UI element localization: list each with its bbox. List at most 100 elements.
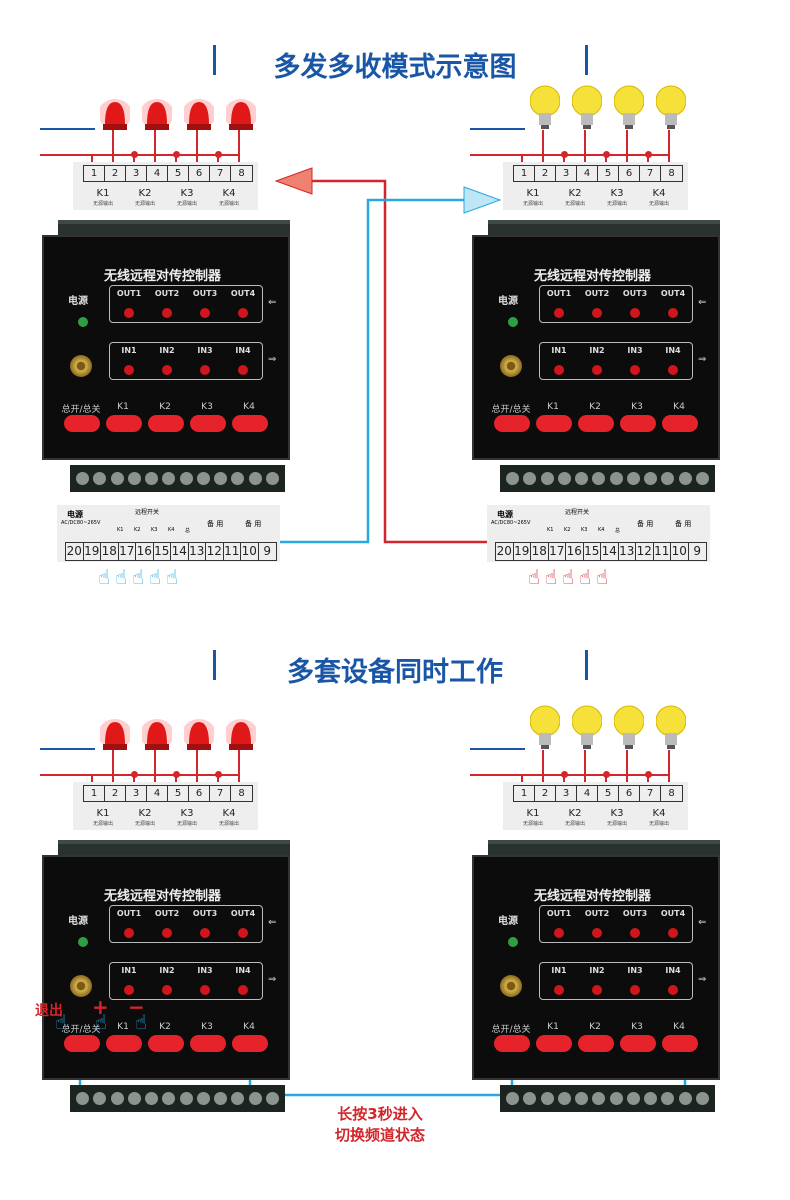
k2-button[interactable] xyxy=(578,415,614,432)
lamp-wire xyxy=(238,750,240,785)
button-label: K1 xyxy=(117,402,129,412)
screw xyxy=(592,1092,606,1105)
k3-button[interactable] xyxy=(620,415,656,432)
group-label: K1 xyxy=(526,188,540,199)
group-sub-label: 无源输出 xyxy=(522,821,543,827)
master-toggle-button[interactable] xyxy=(64,1035,100,1052)
input-label: IN4 xyxy=(665,346,681,355)
k4-button[interactable] xyxy=(232,1035,268,1052)
master-toggle-button[interactable] xyxy=(494,1035,530,1052)
output-led xyxy=(630,928,640,938)
screw xyxy=(661,1092,675,1105)
group-sub-label: 无源输出 xyxy=(606,821,627,827)
junction-dot xyxy=(173,771,180,778)
output-label: OUT2 xyxy=(584,289,610,298)
group-label: K2 xyxy=(138,188,152,199)
button-label: 总开/总关 xyxy=(61,1025,101,1035)
k1-button[interactable] xyxy=(536,1035,572,1052)
common-wire xyxy=(563,154,565,165)
heading-bar xyxy=(585,45,588,75)
screw xyxy=(179,1092,193,1105)
output-led xyxy=(124,308,134,318)
screw xyxy=(506,1092,520,1105)
master-toggle-button[interactable] xyxy=(64,415,100,432)
screw xyxy=(678,472,692,485)
screw xyxy=(695,472,709,485)
screw xyxy=(575,1092,589,1105)
light-bulb-icon xyxy=(571,85,603,129)
screw xyxy=(214,472,228,485)
k3-button[interactable] xyxy=(620,1035,656,1052)
master-toggle-button[interactable] xyxy=(494,415,530,432)
button-label: K3 xyxy=(201,402,213,412)
input-label: IN2 xyxy=(589,966,605,975)
terminal-number: 6 xyxy=(189,166,210,181)
group-sub-label: 无源输出 xyxy=(648,201,669,207)
terminal-number: 18 xyxy=(101,543,119,560)
screw xyxy=(179,472,193,485)
terminal-number: 11 xyxy=(224,543,241,560)
hand-pointer-icon: ☝ xyxy=(166,565,179,589)
group-sub-label: 无源输出 xyxy=(648,821,669,827)
k3-button[interactable] xyxy=(190,1035,226,1052)
screw xyxy=(626,1092,640,1105)
input-label: IN4 xyxy=(235,346,251,355)
power-label: 电源 xyxy=(67,510,83,519)
k1-button[interactable] xyxy=(536,415,572,432)
light-bulb-icon xyxy=(571,705,603,749)
k1-button[interactable] xyxy=(106,415,142,432)
power-label: 电源 xyxy=(498,916,518,927)
screw xyxy=(110,472,124,485)
output-label: OUT2 xyxy=(154,289,180,298)
hand-pointer-icon: ☝ xyxy=(55,1010,68,1034)
k2-button[interactable] xyxy=(148,415,184,432)
terminal-number: 20 xyxy=(66,543,84,560)
output-label: OUT1 xyxy=(116,909,142,918)
warning-light-icon xyxy=(140,718,174,760)
output-led xyxy=(200,928,210,938)
k4-button[interactable] xyxy=(662,415,698,432)
hand-pointer-icon: ☝ xyxy=(562,565,575,589)
group-sub-label: 无源输出 xyxy=(176,821,197,827)
heading-bar xyxy=(213,650,216,680)
group-sub-label: 无源输出 xyxy=(176,201,197,207)
screw-terminal-block xyxy=(70,465,285,492)
terminal-number: 7 xyxy=(210,166,231,181)
input-label: IN1 xyxy=(121,346,137,355)
blue-wire xyxy=(40,748,95,750)
input-label: IN2 xyxy=(159,346,175,355)
button-label: K2 xyxy=(159,402,171,412)
button-label: K1 xyxy=(547,402,559,412)
k4-button[interactable] xyxy=(232,415,268,432)
k2-button[interactable] xyxy=(578,1035,614,1052)
terminal-number: 12 xyxy=(206,543,224,560)
warning-light-icon xyxy=(182,718,216,760)
input-led xyxy=(592,365,602,375)
group-label: K3 xyxy=(610,188,624,199)
light-bulb-icon xyxy=(529,705,561,749)
k4-button[interactable] xyxy=(662,1035,698,1052)
group-label: K4 xyxy=(222,188,236,199)
terminal-number: 5 xyxy=(598,786,619,801)
power-label: 电源 xyxy=(68,296,88,307)
k3-button[interactable] xyxy=(190,415,226,432)
transmit-arrow-icon: ⇒ xyxy=(698,354,707,365)
warning-light-icon xyxy=(98,98,132,140)
terminal-number: 5 xyxy=(168,166,189,181)
screw xyxy=(540,1092,554,1105)
switch-label: K3 xyxy=(581,527,588,533)
spare-label: 备 用 xyxy=(207,520,224,528)
input-led xyxy=(200,365,210,375)
common-wire xyxy=(91,154,93,165)
k2-button[interactable] xyxy=(148,1035,184,1052)
common-wire xyxy=(521,774,523,785)
common-wire xyxy=(217,774,219,785)
k1-button[interactable] xyxy=(106,1035,142,1052)
junction-dot xyxy=(561,151,568,158)
input-led xyxy=(162,985,172,995)
